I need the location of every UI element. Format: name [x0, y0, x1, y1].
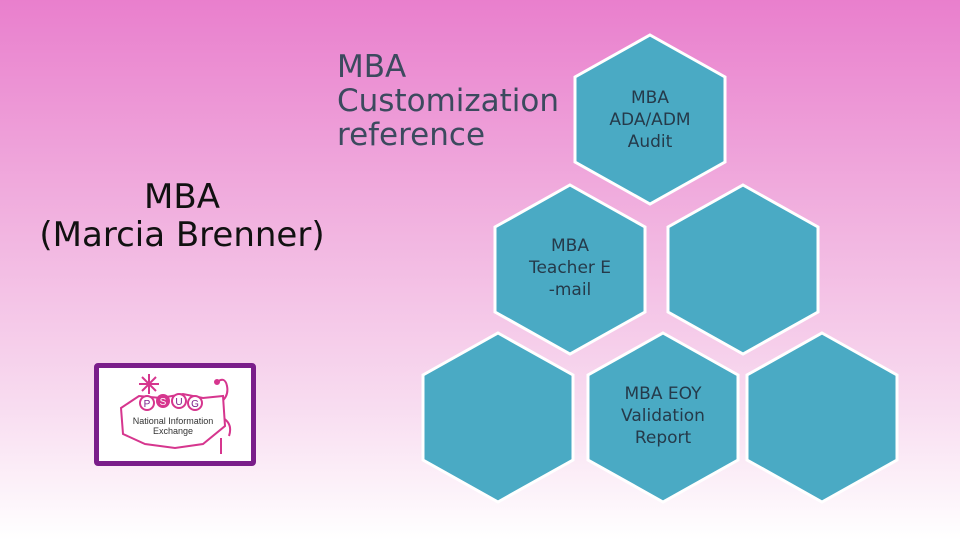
- hex-label-line: Teacher E: [528, 258, 612, 279]
- left-title: MBA (Marcia Brenner): [0, 178, 364, 254]
- top-title-line: Customization: [337, 83, 560, 120]
- left-title-line: MBA: [144, 177, 220, 217]
- hex-label-line: ADA/ADM: [609, 110, 691, 131]
- hexagon-ada-adm-audit: [573, 33, 727, 206]
- left-title-line: (Marcia Brenner): [39, 215, 325, 256]
- hex-label-line: MBA EOY: [624, 384, 702, 404]
- logo-text-line2: Exchange: [153, 426, 193, 436]
- hexagon-empty: [666, 183, 820, 356]
- hexagon-ada-adm-audit-label: MBA ADA/ADM Audit: [580, 87, 720, 153]
- hexagon-empty: [745, 331, 899, 504]
- hex-label-line: Report: [634, 428, 692, 449]
- top-title: MBA Customization reference: [337, 50, 559, 152]
- psug-logo-graphic: P S U G National Information Exchange: [119, 374, 232, 454]
- hexagon-teacher-email-label: MBA Teacher E -mail: [500, 235, 640, 301]
- hexagon-empty: [421, 331, 575, 504]
- hex-label-line: MBA: [551, 236, 589, 256]
- hexagon-teacher-email: [493, 183, 647, 356]
- logo-text-line1: National Information: [133, 416, 214, 426]
- hex-label-line: Audit: [627, 132, 673, 153]
- logo-letter: G: [191, 399, 199, 410]
- logo-letter: S: [160, 397, 167, 408]
- logo-letter: U: [175, 397, 182, 408]
- hex-label-line: MBA: [631, 88, 669, 108]
- psug-logo: P S U G National Information Exchange: [94, 363, 256, 466]
- starburst-icon: [139, 374, 159, 394]
- logo-letter: P: [144, 399, 151, 410]
- hexagon-eoy-validation-report-label: MBA EOY Validation Report: [593, 383, 733, 449]
- top-title-line: reference: [337, 117, 486, 154]
- top-title-line: MBA: [337, 49, 407, 85]
- hexagon-eoy-validation-report: [586, 331, 740, 504]
- psug-letter-circles: P S U G: [139, 393, 203, 411]
- hex-label-line: Validation: [621, 406, 705, 427]
- hex-label-line: -mail: [548, 280, 592, 301]
